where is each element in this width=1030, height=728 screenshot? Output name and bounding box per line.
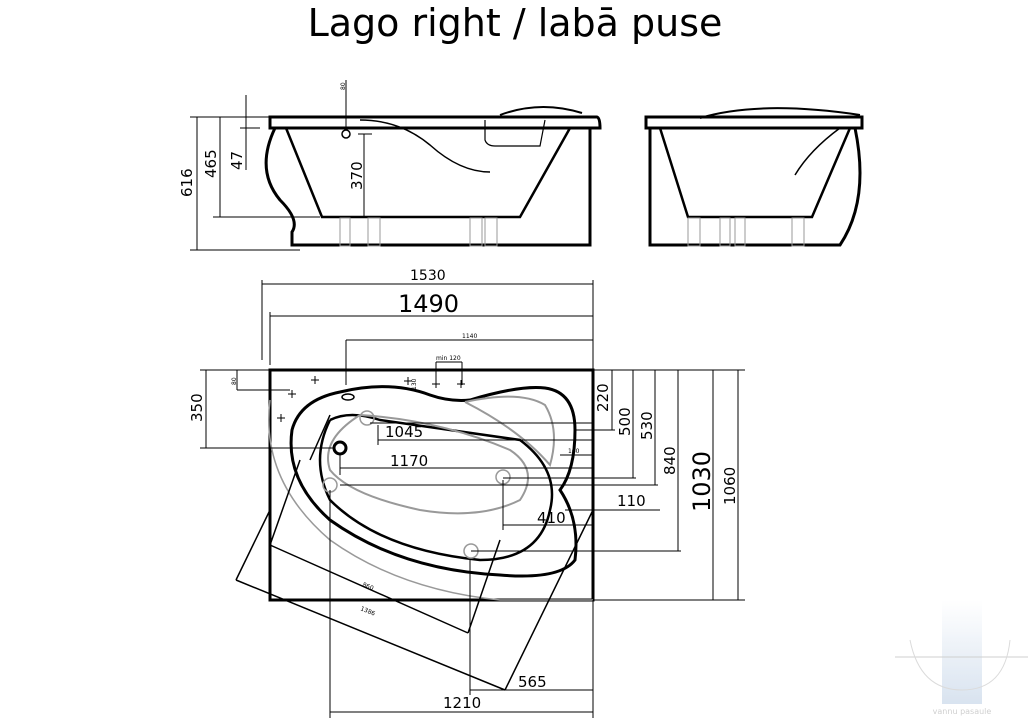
dim-465: 465 xyxy=(202,149,220,178)
dim-1386: 1386 xyxy=(359,605,376,617)
dim-1170: 1170 xyxy=(390,452,428,470)
dim-616: 616 xyxy=(178,168,196,197)
dim-565: 565 xyxy=(518,673,547,691)
dim-1210: 1210 xyxy=(443,694,481,712)
dim-47: 47 xyxy=(228,151,246,170)
dim-1140: 1140 xyxy=(462,333,477,340)
dim-min120: min 120 xyxy=(436,355,461,362)
dim-350: 350 xyxy=(188,393,206,422)
brand-watermark: vannu pasaule xyxy=(895,600,1028,716)
end-view xyxy=(644,107,864,247)
page-title: Lago right / labā puse xyxy=(307,1,723,45)
dim-80: 80 xyxy=(231,377,238,385)
dim-160: 160 xyxy=(568,448,580,455)
dim-410: 410 xyxy=(537,509,566,527)
dim-80-top: 80 xyxy=(340,82,347,90)
dim-130: 130 xyxy=(411,378,418,390)
dim-840: 840 xyxy=(661,446,679,475)
dim-500: 500 xyxy=(616,407,634,436)
dim-220: 220 xyxy=(594,383,612,412)
dim-110: 110 xyxy=(617,492,646,510)
dim-1530: 1530 xyxy=(410,268,446,284)
dim-860: 860 xyxy=(361,581,374,592)
dim-1490: 1490 xyxy=(398,290,459,318)
plan-view: 1530 1490 1140 min 120 350 80 130 1045 1… xyxy=(188,268,745,718)
brand-name: vannu pasaule xyxy=(933,707,992,716)
dim-370: 370 xyxy=(348,161,366,190)
side-view: 616 465 47 370 80 xyxy=(178,80,602,251)
dim-1030: 1030 xyxy=(688,451,716,512)
dim-530: 530 xyxy=(638,411,656,440)
dim-1060: 1060 xyxy=(721,467,739,505)
dim-1045: 1045 xyxy=(385,423,423,441)
